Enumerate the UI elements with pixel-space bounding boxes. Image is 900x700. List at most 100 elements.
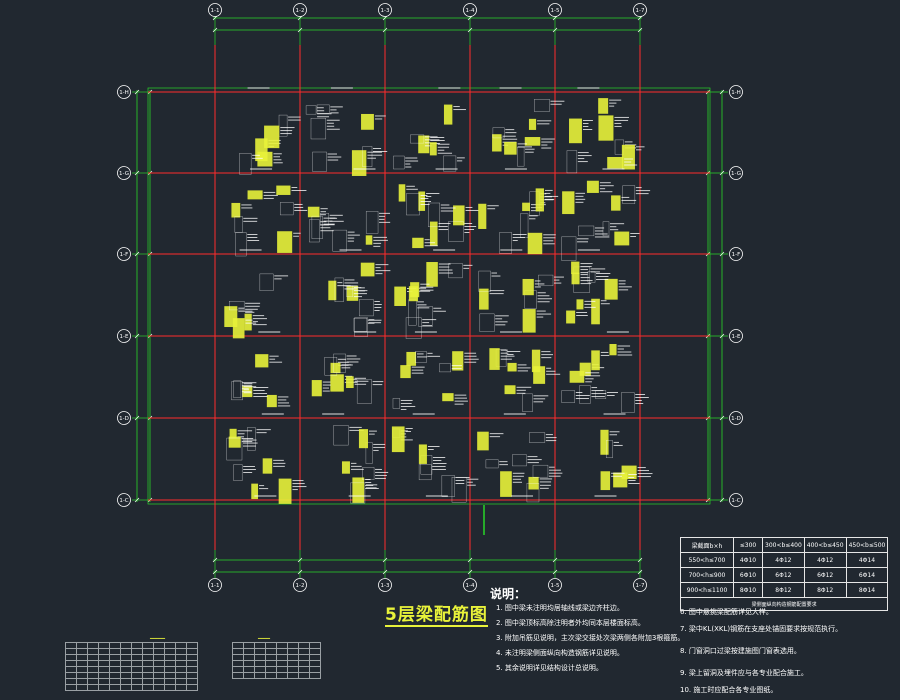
table-cell: 4Φ12	[803, 552, 847, 568]
table-cell: 6Φ14	[845, 567, 889, 583]
beam-annotation-highlight	[360, 262, 375, 277]
beam-annotation-text	[538, 274, 554, 287]
beam-annotation-text	[448, 263, 463, 279]
beam-annotation-highlight	[591, 298, 600, 325]
beam-annotation-highlight	[255, 354, 269, 368]
beam-annotation-text	[310, 118, 327, 140]
note-item: 9. 梁上留洞及埋件应与各专业配合施工。	[680, 669, 808, 677]
beam-annotation-text	[311, 215, 323, 239]
beam-annotation-highlight	[418, 444, 427, 464]
beam-annotation-highlight	[533, 366, 546, 384]
beam-annotation-highlight	[576, 299, 584, 310]
beam-annotation-text	[408, 299, 417, 326]
axis-bubble	[548, 3, 562, 17]
beam-annotation-highlight	[276, 185, 291, 195]
slab-outline	[147, 87, 711, 505]
table-header-cell: 300<b≤400	[762, 537, 805, 553]
beam-annotation-highlight	[429, 221, 438, 246]
beam-annotation-highlight	[600, 471, 611, 491]
dimension-tick	[212, 27, 218, 33]
beam-annotation-text	[534, 99, 550, 112]
beam-annotation-text	[239, 153, 252, 175]
table-cell: 900<h≤1100	[680, 582, 734, 598]
table-header-cell: ≤300	[733, 537, 763, 553]
beam-annotation-text	[233, 464, 243, 481]
beam-annotation-text	[316, 104, 330, 114]
beam-annotation-text	[595, 390, 607, 399]
beam-annotation-highlight	[569, 370, 585, 383]
beam-annotation-highlight	[500, 471, 512, 497]
notes-heading: 说明：	[490, 587, 527, 601]
dimension-tick	[134, 251, 140, 257]
beam-annotation-text	[365, 442, 373, 464]
dimension-tick	[719, 333, 725, 339]
beam-annotation-highlight	[477, 431, 489, 451]
axis-label: 1-5	[551, 8, 560, 14]
beam-annotation-text	[499, 232, 512, 254]
axis-label: 1-3	[381, 583, 390, 589]
table-cell: 6Φ12	[803, 567, 847, 583]
beam-annotation-highlight	[418, 135, 430, 154]
beam-annotations	[224, 87, 653, 535]
dimension-tick	[297, 27, 303, 33]
axis-label: 1-C	[119, 498, 128, 504]
beam-annotation-highlight	[341, 461, 350, 474]
table-row: 900<h≤1100 8Φ10 8Φ12 8Φ12 8Φ14	[680, 582, 889, 598]
beam-annotation-text	[621, 392, 635, 413]
axis-label: 1-2	[296, 8, 305, 14]
beam-annotation-text	[451, 476, 467, 503]
table-cell: 8Φ14	[845, 582, 889, 598]
beam-annotation-highlight	[507, 362, 517, 372]
note-item: 8. 门窗洞口过梁按建施图门窗表选用。	[680, 647, 801, 655]
dimension-tick	[134, 89, 140, 95]
axis-bubble	[633, 3, 647, 17]
beam-annotation-text	[362, 146, 373, 167]
beam-annotation-highlight	[613, 472, 628, 488]
beam-annotation-highlight	[604, 278, 618, 300]
beam-annotation-text	[279, 202, 294, 216]
dimension-tick	[382, 27, 388, 33]
beam-annotation-text	[602, 221, 610, 237]
axis-label: 1-7	[636, 583, 645, 589]
beam-annotation-highlight	[346, 285, 359, 301]
dimension-tick	[637, 569, 643, 575]
beam-annotation-text	[532, 464, 549, 478]
beam-annotation-highlight	[358, 429, 369, 449]
beam-annotation-text	[333, 425, 349, 446]
beam-annotation-highlight	[412, 237, 424, 249]
beam-annotation-highlight	[231, 202, 241, 218]
beam-annotation-text	[443, 155, 457, 172]
beam-annotation-text	[393, 155, 405, 170]
beam-annotation-highlight	[408, 286, 418, 302]
axis-label: 1-E	[732, 334, 741, 340]
schedule-table-right	[232, 642, 321, 679]
beam-annotation-text	[405, 317, 422, 339]
beam-annotation-highlight	[452, 351, 464, 371]
beam-annotation-highlight	[264, 125, 280, 149]
rebar-table: 梁截面b×h ≤300 300<b≤400 400<b≤450 450<b≤50…	[679, 537, 889, 611]
beam-annotation-highlight	[351, 150, 367, 176]
axis-bubble	[729, 166, 743, 180]
beam-annotation-text	[622, 185, 636, 204]
beam-annotation-text	[566, 150, 578, 174]
axis-label: 1-G	[119, 171, 129, 177]
beam-annotation-highlight	[531, 349, 541, 373]
beam-annotation-highlight	[251, 483, 259, 500]
beam-annotation-highlight	[229, 428, 237, 439]
beam-annotation-text	[479, 313, 495, 332]
beam-annotation-text	[365, 211, 379, 234]
beam-annotation-highlight	[262, 458, 273, 474]
beam-annotation-highlight	[394, 286, 407, 306]
beam-annotation-text	[561, 390, 575, 403]
beam-annotation-highlight	[266, 394, 277, 408]
beam-annotation-highlight	[277, 231, 293, 253]
beam-annotation-highlight	[504, 385, 516, 395]
table-header-cell: 450<b≤500	[845, 537, 889, 553]
axis-bubble	[463, 578, 477, 592]
dimension-tick	[637, 557, 643, 563]
dimension-tick	[719, 251, 725, 257]
beam-annotation-highlight	[598, 115, 614, 141]
beam-annotation-highlight	[352, 477, 365, 503]
beam-annotation-highlight	[429, 142, 437, 156]
